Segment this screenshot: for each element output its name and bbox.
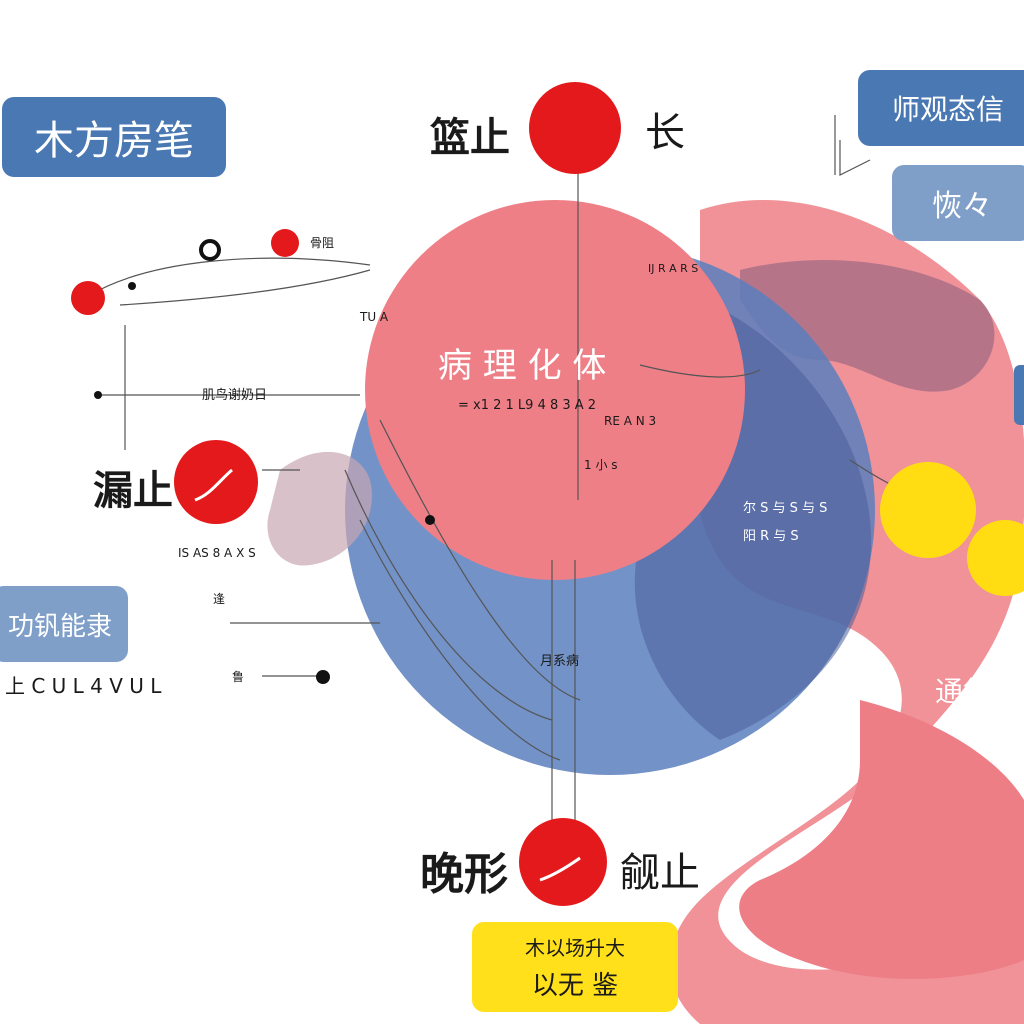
badge-top-left-text: 木方房笔 (34, 118, 194, 164)
lower-pink-arm (739, 700, 1024, 979)
small-label-8: 阳 R 与 S (743, 529, 799, 544)
red-node-left (174, 440, 258, 524)
badge-left-mid: 功钒能隶 (0, 586, 128, 662)
small-label-12: IJ R A R S (648, 262, 699, 275)
badge-right-small-text: 恢々 (932, 189, 992, 224)
label-top-center-left: 篮止 (430, 115, 510, 161)
small-label-13: 1 小 s (584, 458, 618, 472)
mauve-organ (740, 260, 995, 392)
badge-top-right: 师观态信 (858, 70, 1024, 146)
main-circle-title: 病 理 化 体 (438, 346, 607, 386)
red-node-bottom (519, 818, 607, 906)
badge-left-mid-text: 功钒能隶 (7, 611, 112, 642)
small-label-11: TU A (360, 310, 389, 324)
red-dot-small-1 (271, 229, 299, 257)
badge-bottom-yellow-line2: 以无 鉴 (531, 971, 619, 1001)
badge-right-small: 恢々 (892, 165, 1024, 241)
small-label-4: 逢 (213, 592, 226, 606)
main-circle-sub: = x1 2 1 L9 4 8 3 A 2 (458, 398, 597, 413)
black-dot-1 (316, 670, 330, 684)
connector-lines (89, 115, 916, 820)
label-left-mid-title: 漏止 (93, 468, 173, 514)
label-bottom-right: 觎止 (620, 850, 700, 896)
edge-tab (1014, 365, 1024, 425)
badge-top-right-text: 师观态信 (891, 93, 1004, 126)
main-circle-note: RE A N 3 (604, 414, 657, 428)
red-node-bottom-mark (539, 856, 581, 882)
badge-top-left: 木方房笔 (2, 97, 226, 177)
black-ring (199, 239, 221, 261)
small-label-5: 鲁 (232, 670, 245, 684)
small-label-3: IS AS 8 A X S (178, 546, 256, 560)
yellow-node-1 (880, 462, 976, 558)
black-dot-4 (128, 282, 136, 290)
small-label-1: 骨阻 (310, 236, 335, 250)
small-label-10: 通悠 (935, 675, 992, 708)
left-pale-shape (267, 451, 372, 566)
small-label-6: 上 C U L 4 V U L (5, 674, 162, 698)
yellow-node-2 (967, 520, 1024, 596)
black-dot-2 (425, 515, 435, 525)
badge-bottom-yellow: 木以场升大 以无 鉴 (472, 922, 678, 1012)
small-label-9: 月系病 (540, 654, 580, 669)
red-node-left-mark (194, 468, 233, 502)
red-dot-small-2 (71, 281, 105, 315)
label-bottom-left: 晚形 (420, 849, 508, 900)
red-node-top (529, 82, 621, 174)
badge-bottom-yellow-line1: 木以场升大 (525, 936, 625, 960)
black-dot-3 (94, 391, 102, 399)
small-label-2: 肌鸟谢奶日 (202, 388, 268, 403)
label-top-center-right: 长 (645, 110, 685, 156)
main-pink-circle (365, 200, 745, 580)
small-label-7: 尔 S 与 S 与 S (743, 501, 828, 516)
